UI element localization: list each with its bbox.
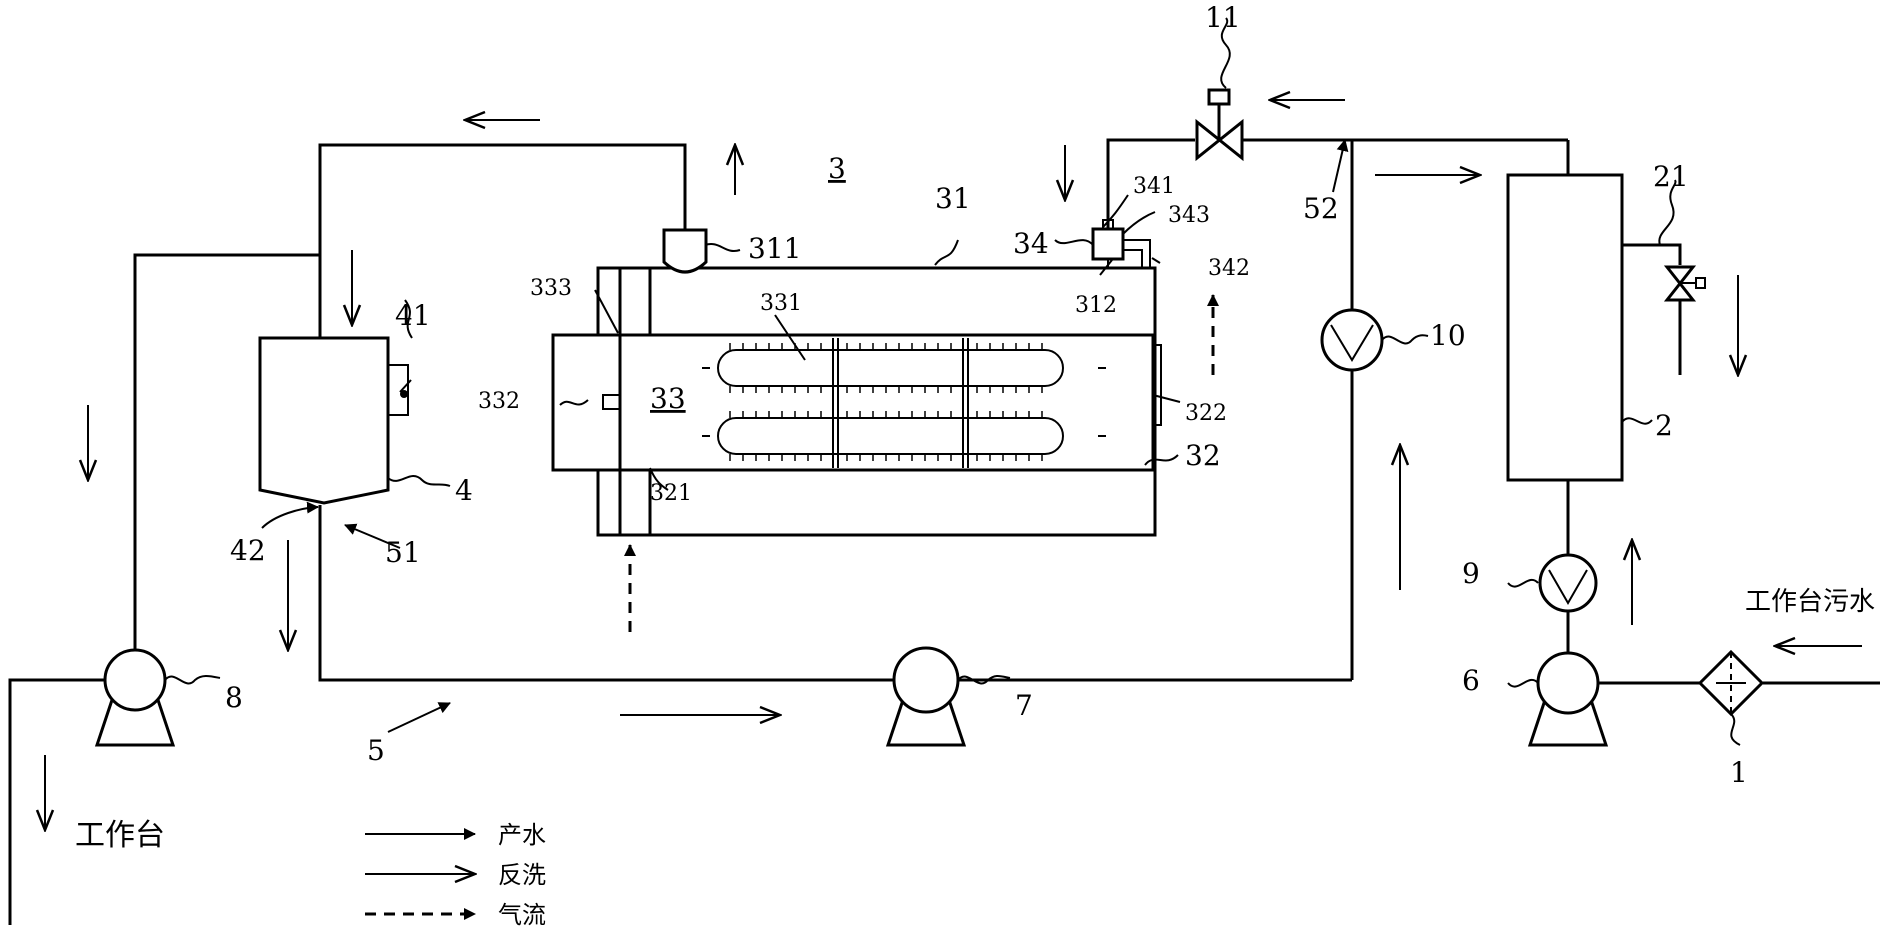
valve-11: [1195, 88, 1244, 162]
label-341: 341: [1133, 174, 1175, 199]
label-34: 34: [1013, 227, 1049, 260]
label-9: 9: [1462, 557, 1480, 590]
port-311: [662, 228, 708, 274]
label-2: 2: [1655, 409, 1673, 442]
label-11: 11: [1205, 1, 1241, 34]
label-6: 6: [1462, 664, 1480, 697]
legend-label-airflow: 气流: [498, 901, 546, 929]
label-31: 31: [935, 182, 971, 215]
label-5: 5: [367, 734, 385, 767]
label-321: 321: [650, 481, 692, 506]
label-331: 331: [760, 291, 802, 316]
label-32: 32: [1185, 439, 1221, 472]
label-3: 3: [828, 152, 846, 185]
pump-8: [94, 648, 176, 747]
legend-label-backwash: 反洗: [498, 861, 546, 889]
pump-7: [885, 646, 967, 747]
label-21: 21: [1653, 160, 1689, 193]
membrane-module: [551, 219, 1162, 537]
check-valve-9: [1538, 553, 1598, 613]
label-333: 333: [530, 276, 572, 301]
outlet-label: 工作台: [75, 818, 165, 853]
label-312: 312: [1075, 293, 1117, 318]
pipelines: [8, 138, 1880, 925]
membrane-elements: [702, 338, 1106, 468]
label-41: 41: [395, 299, 431, 332]
flow-arrows: [45, 100, 1862, 830]
label-33: 33: [650, 382, 686, 415]
legend-label-product-water: 产水: [498, 821, 546, 849]
inlet-label: 工作台污水: [1745, 587, 1875, 617]
valve-21: [1663, 265, 1706, 302]
label-51: 51: [385, 536, 421, 569]
label-322: 322: [1185, 401, 1227, 426]
label-332: 332: [478, 389, 520, 414]
pump-6: [1527, 651, 1609, 747]
legend: 产水 反洗 气流: [365, 821, 546, 929]
label-42: 42: [230, 534, 266, 567]
membrane-tank: [551, 333, 1155, 472]
label-4: 4: [455, 474, 473, 507]
label-10: 10: [1430, 319, 1466, 352]
label-342: 342: [1208, 256, 1250, 281]
label-343: 343: [1168, 203, 1210, 228]
column-2: [1506, 173, 1624, 482]
filter-1: [1697, 649, 1765, 717]
tank-4: [258, 336, 390, 505]
check-valve-10: [1320, 308, 1384, 372]
label-1: 1: [1730, 756, 1748, 789]
leader-lines: [164, 17, 1741, 746]
sensor-34: [1091, 227, 1125, 261]
label-8: 8: [225, 681, 243, 714]
label-52: 52: [1303, 192, 1339, 225]
label-7: 7: [1015, 689, 1033, 722]
label-311: 311: [748, 232, 801, 265]
